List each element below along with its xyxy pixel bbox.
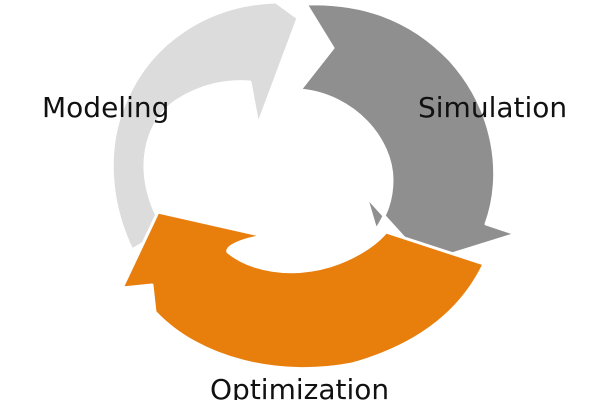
optimization-label: Optimization <box>210 373 390 400</box>
simulation-arrow <box>298 2 518 264</box>
simulation-label: Simulation <box>418 91 568 124</box>
optimization-arrow <box>120 210 486 371</box>
modeling-arrow <box>110 0 300 252</box>
modeling-label: Modeling <box>42 91 170 124</box>
